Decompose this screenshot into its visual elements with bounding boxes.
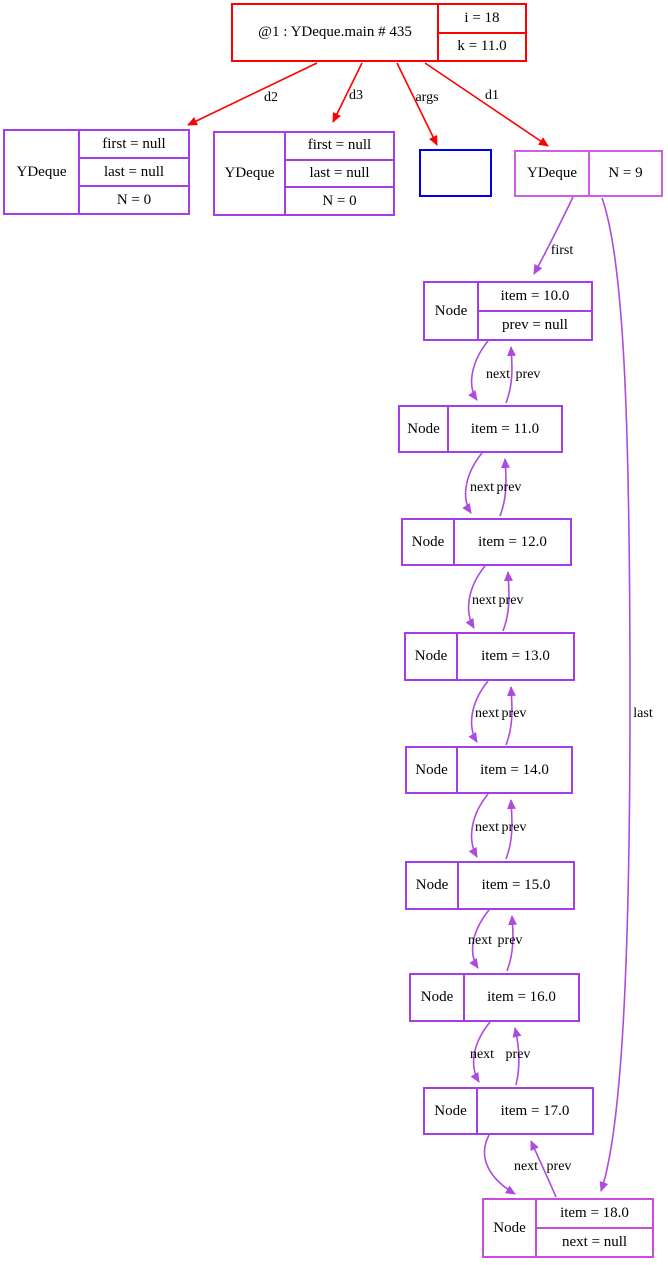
- node-12: Node item = 12.0: [401, 518, 572, 566]
- ydeque-d3-first: first = null: [307, 137, 372, 154]
- edge-label-next-14-15: next: [474, 820, 500, 835]
- node-18-item: item = 18.0: [560, 1205, 629, 1221]
- ydeque-d3-type: YDeque: [224, 165, 275, 181]
- edge-label-prev-13-12: prev: [498, 593, 524, 608]
- ydeque-d3-object: YDeque first = null last = null N = 0: [213, 131, 395, 216]
- node-10: Node item = 10.0 prev = null: [423, 281, 593, 341]
- edge-label-next-11-12: next: [469, 480, 495, 495]
- edge-label-prev-14-13: prev: [501, 706, 527, 721]
- ydeque-d2-object: YDeque first = null last = null N = 0: [3, 129, 190, 215]
- node-11: Node item = 11.0: [398, 405, 563, 453]
- edge-label-next-13-14: next: [474, 706, 500, 721]
- args-array-object: [419, 149, 492, 197]
- ydeque-d2-n: N = 0: [80, 185, 188, 213]
- node-14-item: item = 14.0: [480, 761, 549, 778]
- node-18-type: Node: [493, 1219, 526, 1236]
- edge-label-next-12-13: next: [471, 593, 497, 608]
- node-16: Node item = 16.0: [409, 973, 580, 1022]
- node-14: Node item = 14.0: [405, 746, 573, 794]
- node-17-item: item = 17.0: [500, 1102, 570, 1119]
- ydeque-d3-last: last = null: [286, 158, 393, 187]
- ydeque-d1-type: YDeque: [527, 165, 577, 181]
- node-13-type: Node: [414, 648, 448, 664]
- node-17-type: Node: [434, 1102, 467, 1119]
- edge-label-d1: d1: [485, 88, 499, 103]
- edge-label-prev-11-10: prev: [515, 367, 541, 382]
- edge-label-prev-15-14: prev: [501, 820, 527, 835]
- node-16-type: Node: [420, 989, 454, 1005]
- edge-label-d3: d3: [349, 88, 363, 103]
- edge-label-prev-17-16: prev: [505, 1047, 531, 1062]
- node-15: Node item = 15.0: [405, 861, 575, 910]
- edge-label-next-16-17: next: [469, 1047, 495, 1062]
- node-17: Node item = 17.0: [423, 1087, 594, 1135]
- node-13-item: item = 13.0: [481, 648, 550, 664]
- node-12-item: item = 12.0: [478, 533, 547, 550]
- edge-label-next-10-11: next: [485, 367, 511, 382]
- frame-field-i: i = 18: [464, 9, 500, 26]
- edge-label-prev-16-15: prev: [497, 933, 523, 948]
- node-10-prev: prev = null: [479, 310, 591, 339]
- ydeque-d2-last: last = null: [80, 157, 188, 185]
- stack-frame: @1 : YDeque.main # 435 i = 18 k = 11.0: [231, 3, 527, 62]
- node-16-item: item = 16.0: [487, 989, 556, 1005]
- node-12-type: Node: [411, 533, 445, 550]
- node-11-type: Node: [407, 420, 440, 437]
- stack-frame-fields: i = 18 k = 11.0: [437, 5, 525, 60]
- node-10-item: item = 10.0: [500, 288, 570, 304]
- stack-frame-title: @1 : YDeque.main # 435: [258, 24, 412, 40]
- edge-label-d2: d2: [264, 90, 278, 105]
- node-15-type: Node: [415, 877, 449, 893]
- ydeque-d3-n: N = 0: [286, 186, 393, 214]
- ydeque-d1-object: YDeque N = 9: [514, 150, 663, 197]
- node-15-item: item = 15.0: [481, 877, 551, 893]
- node-11-item: item = 11.0: [470, 420, 540, 437]
- node-10-type: Node: [434, 302, 468, 319]
- edge-label-last: last: [633, 706, 653, 721]
- node-18: Node item = 18.0 next = null: [482, 1198, 654, 1258]
- ydeque-d2-type: YDeque: [16, 163, 67, 180]
- edge-label-args: args: [415, 90, 439, 105]
- edge-label-prev-18-17: prev: [546, 1159, 572, 1174]
- frame-field-k: k = 11.0: [439, 31, 525, 61]
- edge-label-prev-12-11: prev: [496, 480, 522, 495]
- ydeque-d2-first: first = null: [102, 135, 166, 152]
- node-13: Node item = 13.0: [404, 632, 575, 681]
- ydeque-d1-n: N = 9: [608, 165, 643, 181]
- edge-label-next-15-16: next: [467, 933, 493, 948]
- edge-label-first: first: [550, 243, 574, 258]
- node-18-next: next = null: [537, 1227, 652, 1256]
- edge-label-next-17-18: next: [513, 1159, 539, 1174]
- node-14-type: Node: [415, 761, 448, 778]
